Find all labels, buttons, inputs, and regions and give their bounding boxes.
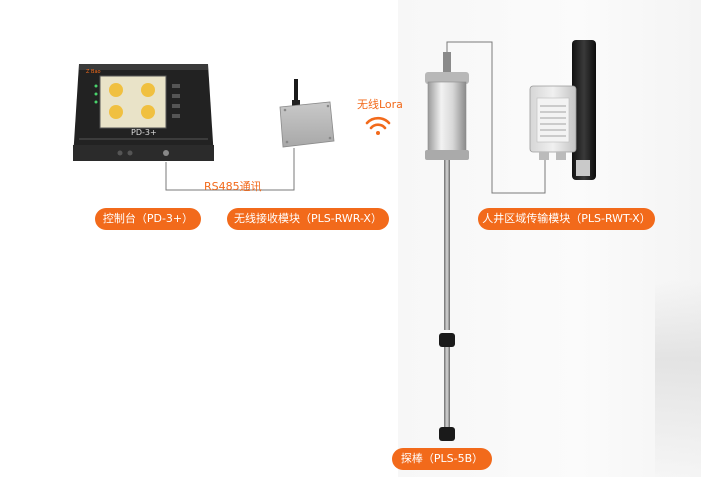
controller-label: 控制台（PD-3+） (95, 208, 201, 230)
controller-device: Z Bao PD-3+ (73, 64, 214, 161)
receiver-label: 无线接收模块（PLS-RWR-X） (227, 208, 389, 230)
controller-brand: Z Bao (86, 69, 101, 75)
receiver-device (279, 79, 335, 148)
controller-model-text: PD-3+ (131, 128, 157, 137)
background-fade (655, 280, 701, 477)
rs485-label: RS485通讯 (204, 180, 262, 193)
controller-screen (99, 75, 167, 129)
wireless-label: 无线Lora (357, 98, 403, 111)
transmitter-label: 人井区域传输模块（PLS-RWT-X） (478, 208, 655, 230)
probe-label: 探棒（PLS-5B） (392, 448, 492, 470)
probe-to-transmitter-line (446, 41, 546, 194)
transmitter-device (529, 40, 596, 180)
wifi-icon (365, 116, 391, 135)
rs485-line (165, 148, 295, 191)
connection-lines (165, 41, 546, 194)
probe-device (425, 52, 469, 441)
